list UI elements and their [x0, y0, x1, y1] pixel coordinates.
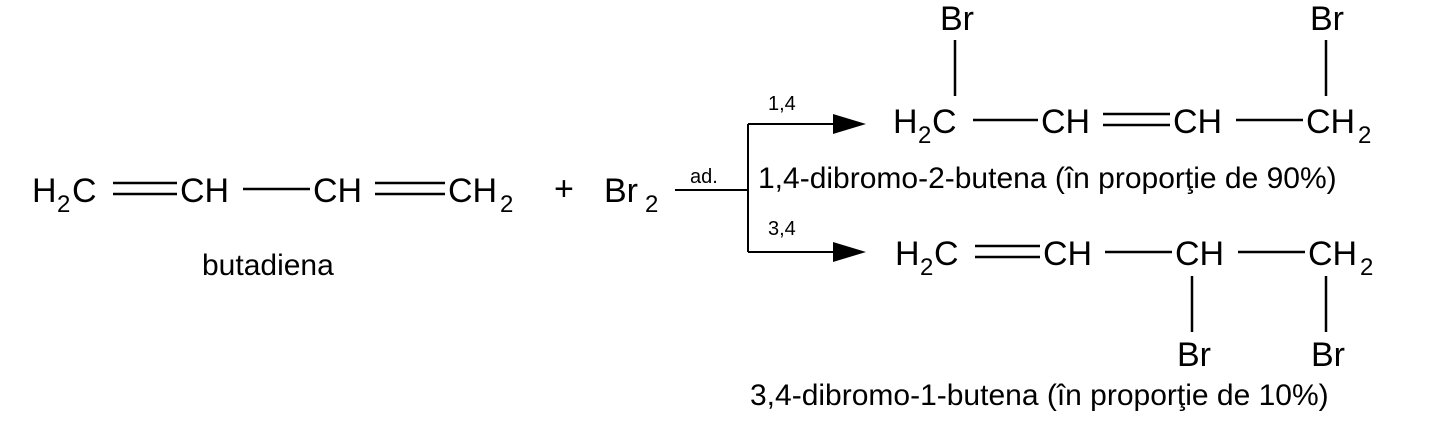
condition-label: ad. [690, 166, 718, 188]
reactant-h2c-h: H [32, 172, 57, 210]
p14-br-left: Br [940, 0, 974, 38]
arrow-head-top [833, 114, 866, 134]
product-14-name: 1,4-dibromo-2-butena (în proporţie de 90… [758, 162, 1337, 195]
arrow-head-bottom [833, 242, 866, 262]
reactant-name: butadiena [202, 249, 334, 282]
p14-ch-1: CH [1041, 103, 1090, 141]
p14-ch2-subscript: 2 [1358, 122, 1371, 149]
p14-h2c-c: C [932, 103, 957, 141]
bromine-symbol: Br [604, 172, 638, 210]
reactant-ch2-end: CH [448, 172, 497, 210]
reactant-ch-2: CH [313, 172, 362, 210]
product-34-structure: H 2 C CH CH CH 2 Br Br [895, 235, 1373, 374]
p34-ch-2: CH [1175, 235, 1224, 273]
reactant-ch-1: CH [180, 172, 229, 210]
product-34-name: 3,4-dibromo-1-butena (în proporţie de 10… [750, 379, 1329, 412]
reactant-h2c-c: C [72, 172, 97, 210]
p14-h2c-h: H [893, 103, 918, 141]
branch-top-label: 1,4 [768, 93, 796, 115]
p34-br-right: Br [1311, 336, 1345, 374]
p14-h2c-subscript: 2 [918, 122, 931, 149]
p34-h2c-subscript: 2 [920, 254, 933, 281]
bromine-subscript: 2 [645, 191, 658, 218]
product-14-structure: Br Br H 2 C CH CH CH 2 [893, 0, 1371, 149]
p34-ch2-end: CH [1308, 235, 1357, 273]
p34-ch-1: CH [1043, 235, 1092, 273]
plus-sign: + [554, 170, 574, 208]
reactant-h2c-subscript: 2 [57, 191, 70, 218]
p34-h2c-h: H [895, 235, 920, 273]
p34-br-left: Br [1177, 336, 1211, 374]
p34-h2c-c: C [934, 235, 959, 273]
butadiene-structure: H 2 C CH CH CH 2 [32, 172, 513, 218]
p14-br-right: Br [1310, 0, 1344, 38]
reactant-ch2-subscript: 2 [500, 191, 513, 218]
p14-ch-2: CH [1173, 103, 1222, 141]
p34-ch2-subscript: 2 [1360, 254, 1373, 281]
branch-bottom-label: 3,4 [768, 218, 796, 240]
p14-ch2-end: CH [1306, 103, 1355, 141]
